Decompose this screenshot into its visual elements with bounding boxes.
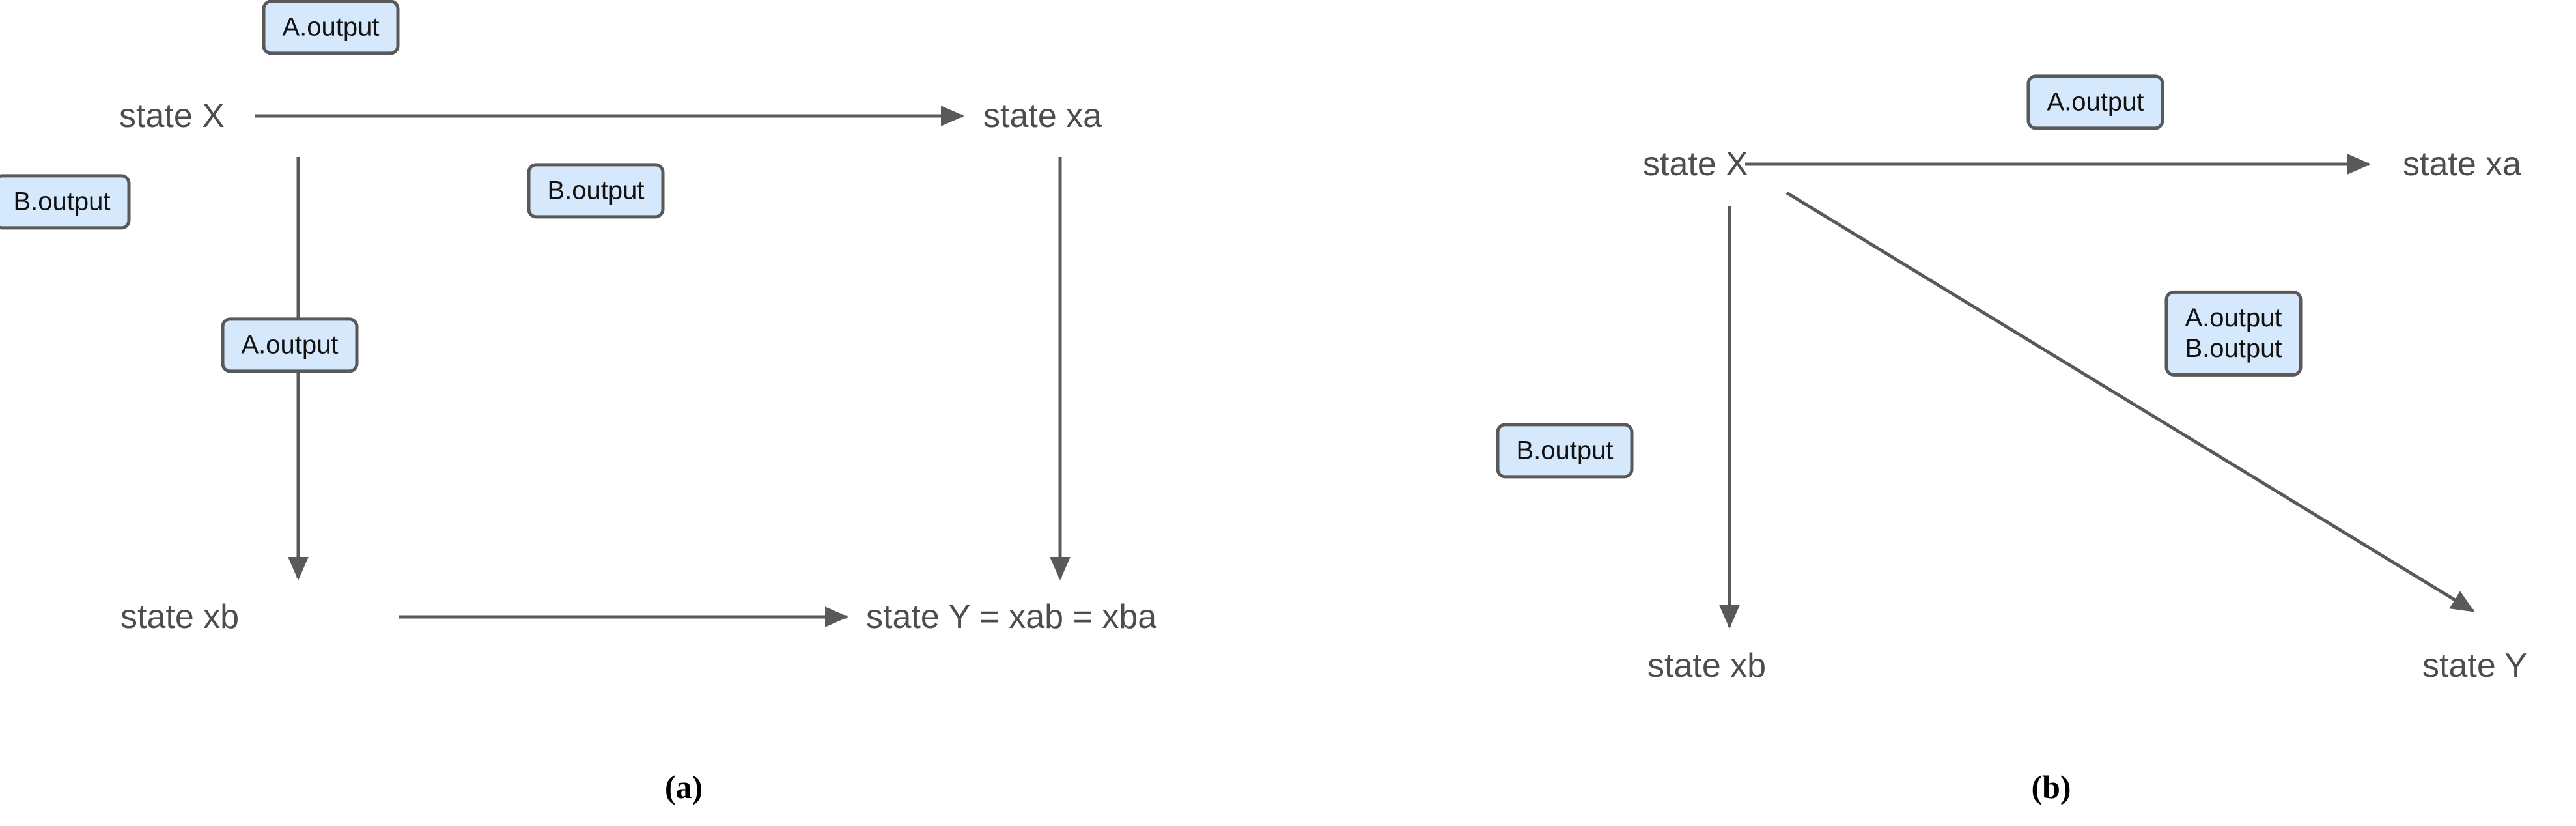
edge-label-b-diagonal[interactable]: A.output B.output bbox=[2164, 290, 2303, 377]
edge-label-a-top[interactable]: A.output bbox=[262, 0, 400, 55]
edge-label-a-bottom[interactable]: A.output bbox=[221, 317, 359, 373]
edge-label-b-diagonal-line2: B.output bbox=[2185, 334, 2282, 363]
node-b-state-xb: state xb bbox=[1647, 647, 1767, 685]
edge-label-a-left[interactable]: B.output bbox=[0, 174, 131, 230]
node-b-state-xa: state xa bbox=[2403, 145, 2522, 183]
edge-label-a-right[interactable]: B.output bbox=[527, 163, 665, 219]
node-a-state-xa: state xa bbox=[983, 97, 1102, 135]
edge-b-x-to-y bbox=[1785, 191, 2475, 613]
panel-caption-a: (a) bbox=[664, 769, 703, 805]
node-a-state-xb: state xb bbox=[120, 598, 240, 636]
node-b-state-y: state Y bbox=[2422, 647, 2527, 685]
edge-label-b-left[interactable]: B.output bbox=[1496, 423, 1634, 479]
node-a-state-x: state X bbox=[119, 97, 225, 135]
node-a-state-y: state Y = xab = xba bbox=[866, 598, 1157, 636]
edge-label-b-diagonal-line1: A.output bbox=[2185, 303, 2282, 332]
edge-label-b-top[interactable]: A.output bbox=[2026, 74, 2164, 130]
panel-caption-b: (b) bbox=[2031, 769, 2071, 805]
node-b-state-x: state X bbox=[1643, 145, 1748, 183]
